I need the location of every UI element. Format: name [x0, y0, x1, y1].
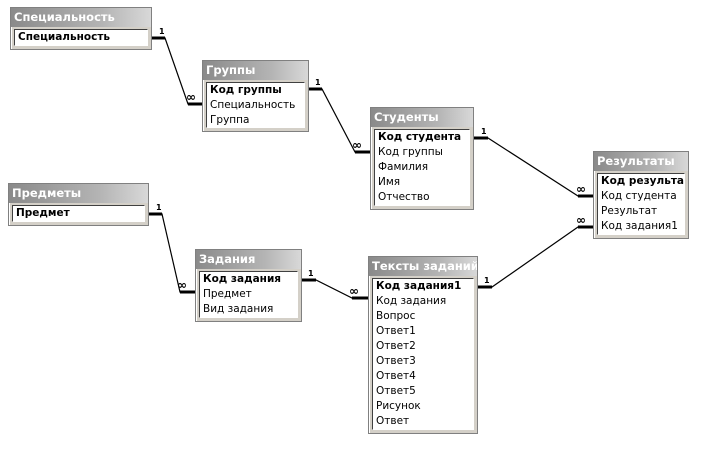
table-specialnost[interactable]: Специальность Специальность: [10, 7, 152, 50]
field-item[interactable]: Код задания: [203, 273, 282, 285]
cardinality-many-label: ∞: [576, 213, 586, 227]
field-item[interactable]: Вид задания: [203, 303, 274, 315]
field-item[interactable]: Ответ: [376, 415, 410, 427]
field-item[interactable]: Предмет: [203, 288, 252, 300]
cardinality-one-label: 1: [315, 78, 321, 87]
field-item[interactable]: Имя: [378, 176, 401, 188]
table-title[interactable]: Тексты заданий: [369, 257, 477, 276]
table-gruppy[interactable]: Группы Код группы Специальность Группа: [202, 60, 309, 132]
cardinality-one-label: 1: [481, 127, 487, 136]
cardinality-many-label: ∞: [349, 284, 359, 298]
table-teksty-zadaniy[interactable]: Тексты заданий Код задания1 Код задания …: [368, 256, 478, 434]
table-title[interactable]: Предметы: [9, 184, 148, 203]
field-item[interactable]: Код группы: [210, 84, 282, 96]
field-item[interactable]: Рисунок: [376, 400, 421, 412]
field-item[interactable]: Ответ3: [376, 355, 416, 367]
field-item[interactable]: Ответ2: [376, 340, 416, 352]
table-title[interactable]: Задания: [196, 250, 301, 269]
field-item[interactable]: Результат: [601, 205, 658, 217]
field-list[interactable]: Предмет: [12, 205, 145, 222]
table-title[interactable]: Студенты: [371, 108, 473, 127]
field-item[interactable]: Код задания1: [376, 280, 462, 292]
field-item[interactable]: Код задания1: [601, 220, 678, 232]
field-item[interactable]: Вопрос: [376, 310, 416, 322]
field-item[interactable]: Специальность: [18, 31, 111, 43]
relationship-path[interactable]: [149, 213, 195, 293]
table-rezultaty[interactable]: Результаты Код результата Код студента Р…: [593, 151, 689, 239]
field-item[interactable]: Код студента: [378, 131, 462, 143]
relationship-line[interactable]: 1∞: [149, 203, 195, 294]
relationship-line[interactable]: 1∞: [152, 27, 202, 106]
field-item[interactable]: Код результата: [601, 175, 685, 187]
field-item[interactable]: Специальность: [210, 99, 296, 111]
field-list[interactable]: Код задания1 Код задания Вопрос Ответ1 О…: [372, 278, 474, 430]
field-item[interactable]: Код студента: [601, 190, 677, 202]
table-title[interactable]: Группы: [203, 61, 308, 80]
field-item[interactable]: Группа: [210, 114, 250, 126]
table-predmety[interactable]: Предметы Предмет: [8, 183, 149, 226]
field-item[interactable]: Ответ1: [376, 325, 416, 337]
relationship-path[interactable]: [478, 226, 593, 288]
cardinality-many-label: ∞: [186, 90, 196, 104]
field-list[interactable]: Код группы Специальность Группа: [206, 82, 305, 128]
field-item[interactable]: Предмет: [16, 207, 70, 219]
table-zadaniya[interactable]: Задания Код задания Предмет Вид задания: [195, 249, 302, 322]
cardinality-one-label: 1: [308, 269, 314, 278]
field-item[interactable]: Ответ4: [376, 370, 416, 382]
table-title[interactable]: Специальность: [11, 8, 151, 27]
table-title[interactable]: Результаты: [594, 152, 688, 171]
relationship-line[interactable]: 1∞: [478, 213, 593, 289]
field-item[interactable]: Отчество: [378, 191, 430, 203]
table-studenty[interactable]: Студенты Код студента Код группы Фамилия…: [370, 107, 474, 210]
cardinality-one-label: 1: [159, 27, 165, 36]
field-item[interactable]: Код группы: [378, 146, 443, 158]
field-item[interactable]: Код задания: [376, 295, 447, 307]
cardinality-one-label: 1: [484, 276, 490, 285]
field-list[interactable]: Специальность: [14, 29, 148, 46]
field-list[interactable]: Код результата Код студента Результат Ко…: [597, 173, 685, 235]
relationship-line[interactable]: 1∞: [474, 127, 593, 198]
cardinality-many-label: ∞: [177, 278, 187, 292]
field-list[interactable]: Код задания Предмет Вид задания: [199, 271, 298, 318]
cardinality-many-label: ∞: [576, 182, 586, 196]
field-list[interactable]: Код студента Код группы Фамилия Имя Отче…: [374, 129, 470, 206]
relationship-line[interactable]: 1∞: [302, 269, 368, 300]
relationship-line[interactable]: 1∞: [309, 78, 370, 154]
cardinality-one-label: 1: [156, 203, 162, 212]
cardinality-many-label: ∞: [352, 138, 362, 152]
field-item[interactable]: Ответ5: [376, 385, 416, 397]
field-item[interactable]: Фамилия: [378, 161, 429, 173]
